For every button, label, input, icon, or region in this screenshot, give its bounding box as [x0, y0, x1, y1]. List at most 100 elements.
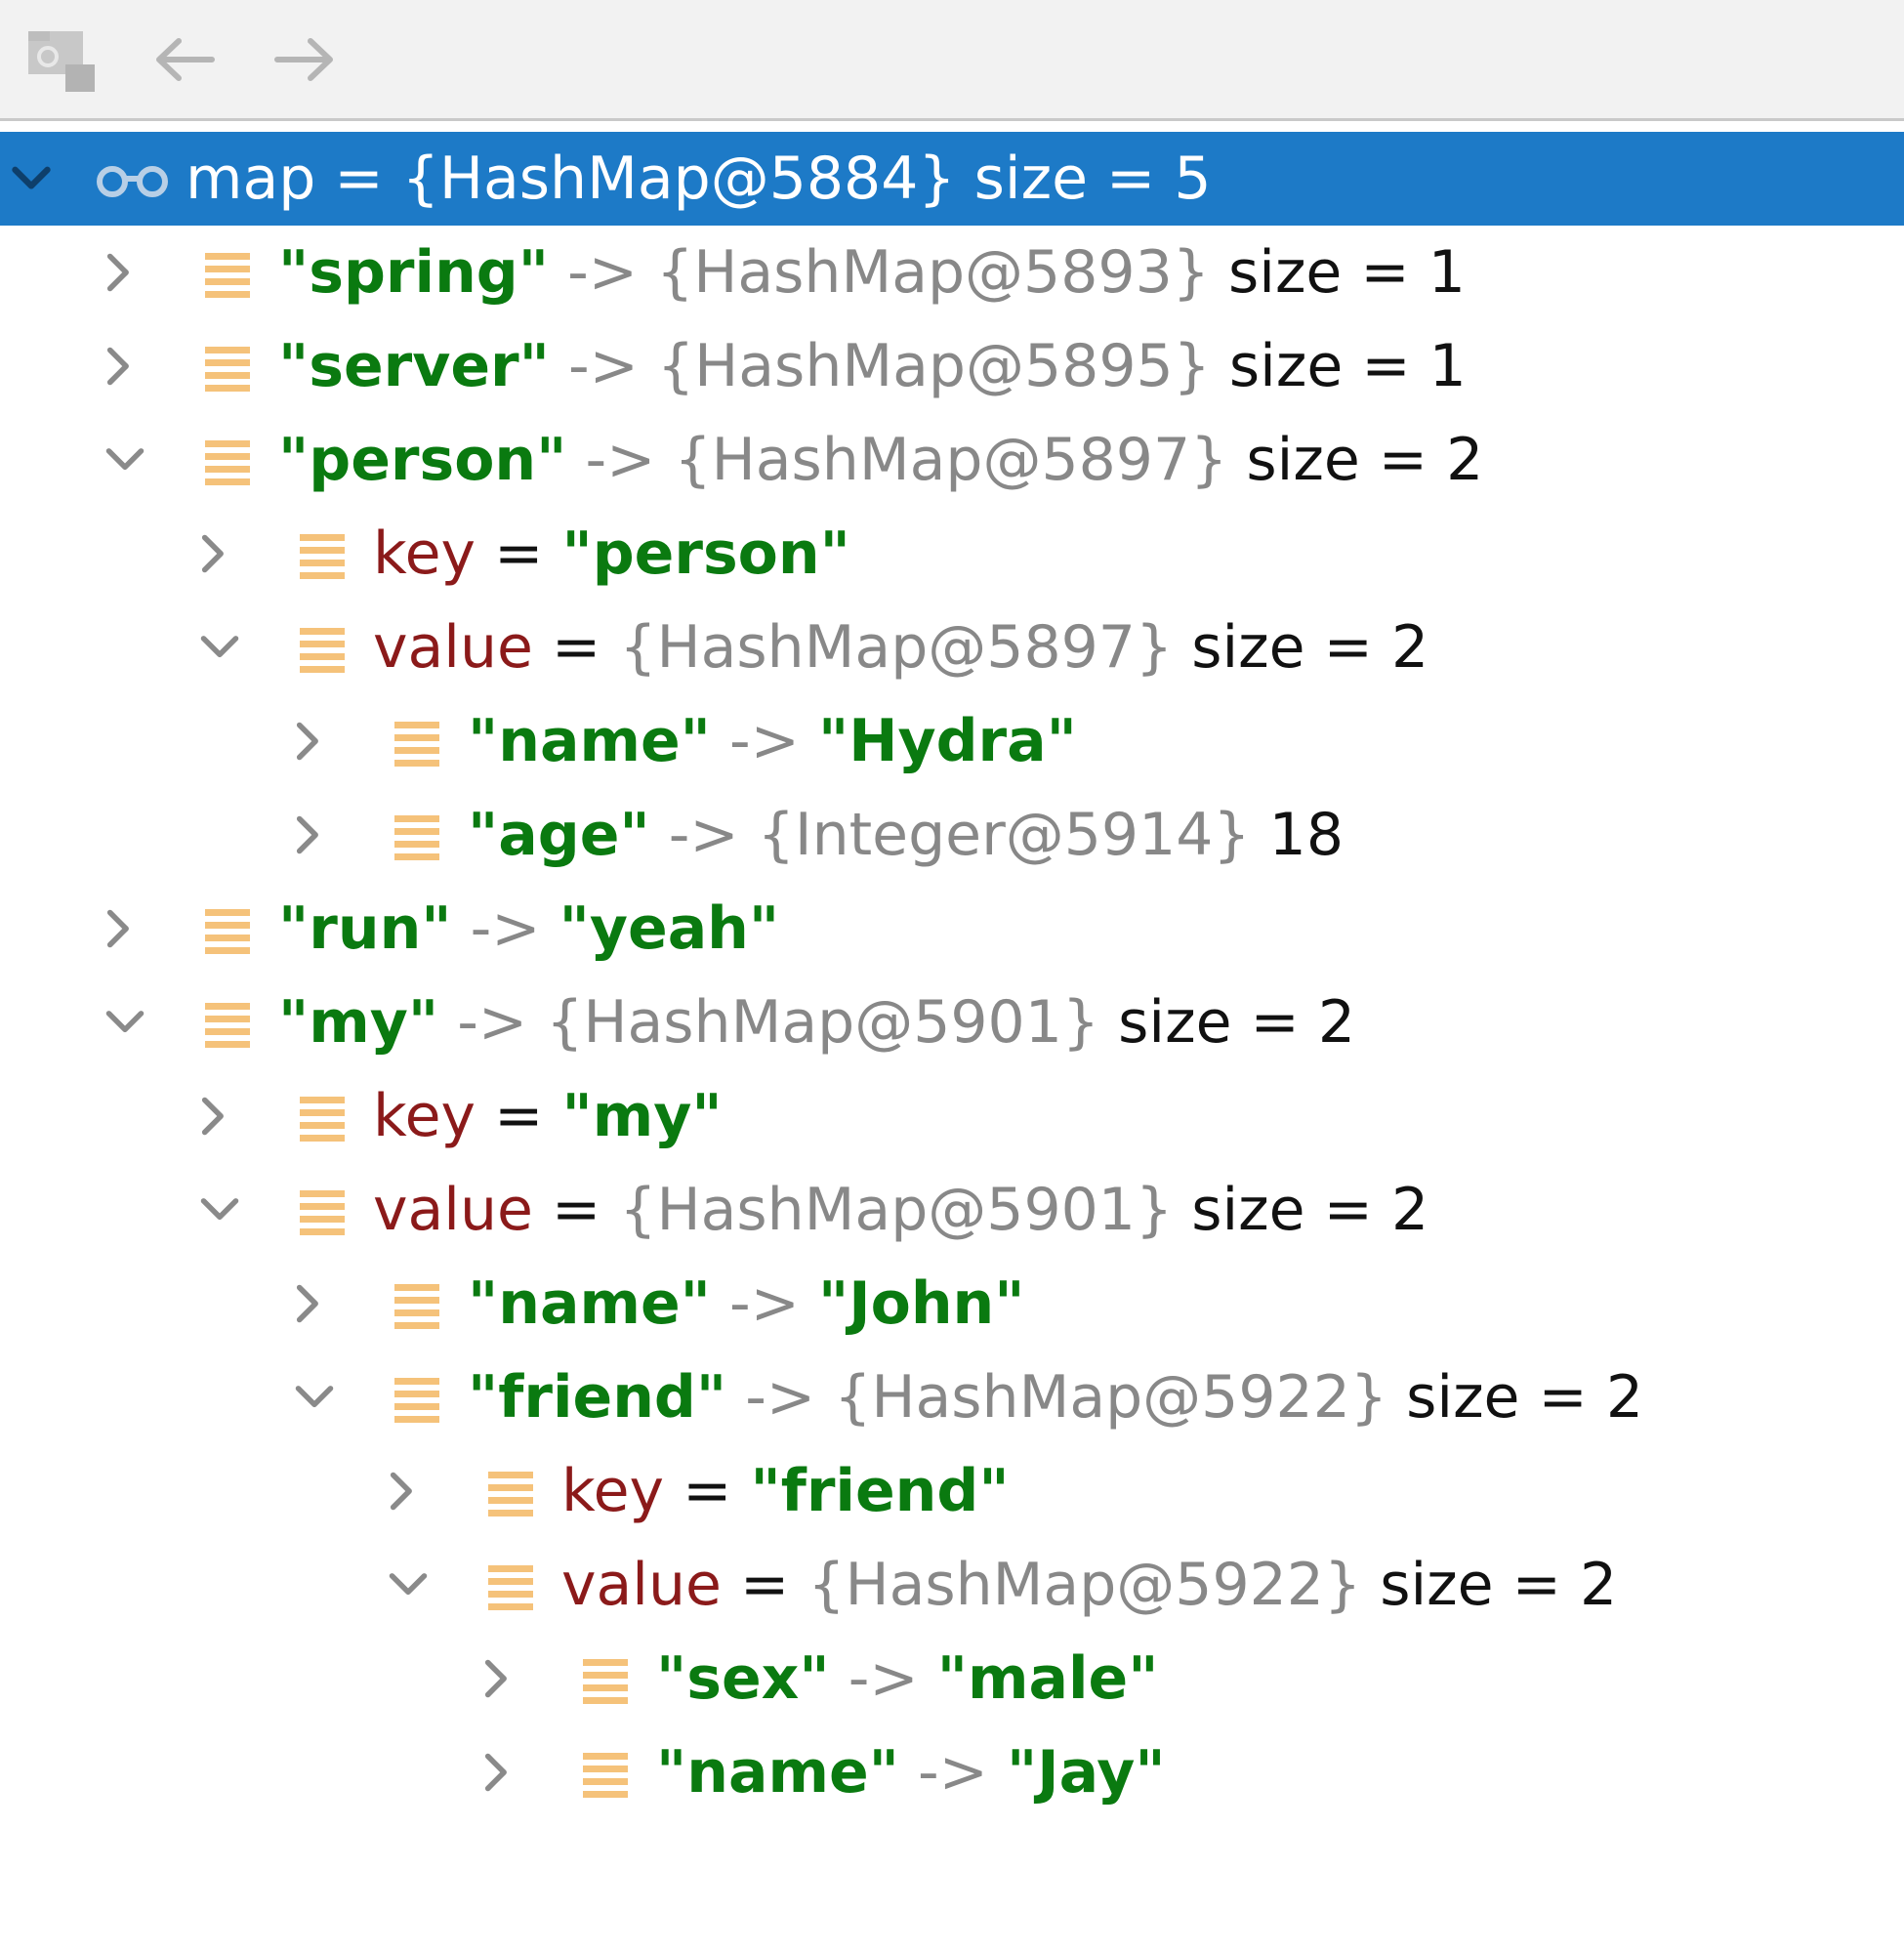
primitive-value: 18 — [1250, 801, 1345, 869]
string-value: "yeah" — [559, 894, 780, 963]
debugger-toolbar — [0, 0, 1904, 121]
expand-button[interactable] — [94, 905, 141, 952]
field-icon — [394, 1284, 439, 1329]
tree-row-friend-value[interactable]: value = {HashMap@5922} size = 2 — [0, 1538, 1904, 1632]
chevron-down-icon — [10, 157, 53, 200]
tree-row-label: key = "person" — [373, 507, 850, 601]
size-text: size = 1 — [1209, 238, 1466, 307]
string-value: "Hydra" — [818, 707, 1077, 775]
field-name: value — [373, 1176, 533, 1244]
field-icon — [300, 1190, 345, 1235]
field-icon — [205, 1003, 250, 1048]
tree-row-map[interactable]: map = {HashMap@5884} size = 5 — [0, 132, 1904, 226]
tree-row-label: "my" -> {HashMap@5901} size = 2 — [278, 976, 1355, 1069]
collapse-button[interactable] — [196, 1186, 243, 1233]
arrow-sep: -> — [649, 801, 758, 869]
expand-button[interactable] — [188, 530, 235, 577]
tree-row-person-value[interactable]: value = {HashMap@5897} size = 2 — [0, 601, 1904, 694]
tree-row-person-name[interactable]: "name" -> "Hydra" — [0, 694, 1904, 788]
tree-row-my-key[interactable]: key = "my" — [0, 1069, 1904, 1163]
chevron-right-icon — [96, 907, 139, 950]
string-value: "John" — [818, 1269, 1025, 1338]
string-value: "male" — [936, 1644, 1159, 1713]
restore-layout-button[interactable] — [20, 25, 103, 94]
chevron-right-icon — [474, 1657, 517, 1700]
restore-layout-icon — [28, 31, 95, 92]
chevron-down-icon — [198, 1188, 241, 1231]
object-ref: {Integer@5914} — [757, 801, 1251, 869]
back-button[interactable] — [142, 25, 226, 94]
collapse-button[interactable] — [102, 436, 148, 483]
tree-row-server[interactable]: "server" -> {HashMap@5895} size = 1 — [0, 319, 1904, 413]
equals-sign: = — [664, 1457, 751, 1525]
map-key: "name" — [656, 1738, 899, 1807]
map-key: "sex" — [656, 1644, 830, 1713]
arrow-right-icon — [274, 38, 333, 81]
tree-row-label: "run" -> "yeah" — [278, 882, 779, 976]
arrow-sep: -> — [549, 238, 657, 307]
expand-button[interactable] — [377, 1468, 424, 1515]
chevron-down-icon — [198, 626, 241, 669]
arrow-sep: -> — [566, 426, 675, 494]
watch-glasses-icon — [97, 166, 168, 197]
expand-button[interactable] — [94, 249, 141, 296]
tree-row-label: value = {HashMap@5897} size = 2 — [373, 601, 1428, 694]
size-text: size = 2 — [1361, 1551, 1618, 1619]
tree-row-my-value[interactable]: value = {HashMap@5901} size = 2 — [0, 1163, 1904, 1257]
arrow-sep: -> — [710, 1269, 819, 1338]
tree-row-friend-key[interactable]: key = "friend" — [0, 1444, 1904, 1538]
tree-row-run[interactable]: "run" -> "yeah" — [0, 882, 1904, 976]
tree-row-person[interactable]: "person" -> {HashMap@5897} size = 2 — [0, 413, 1904, 507]
collapse-button[interactable] — [385, 1561, 432, 1608]
chevron-right-icon — [379, 1470, 422, 1513]
field-icon — [488, 1565, 533, 1610]
field-name: key — [373, 519, 476, 588]
tree-row-spring[interactable]: "spring" -> {HashMap@5893} size = 1 — [0, 226, 1904, 319]
tree-row-my-name[interactable]: "name" -> "John" — [0, 1257, 1904, 1350]
arrow-sep: -> — [451, 894, 559, 963]
expand-button[interactable] — [283, 718, 330, 765]
expand-button[interactable] — [472, 1749, 518, 1796]
tree-row-person-age[interactable]: "age" -> {Integer@5914} 18 — [0, 788, 1904, 882]
map-key: "name" — [468, 707, 711, 775]
map-key: "server" — [278, 332, 550, 400]
map-key: "friend" — [468, 1363, 727, 1432]
expand-button[interactable] — [188, 1093, 235, 1140]
size-text: size = 2 — [1387, 1363, 1644, 1432]
variables-tree: map = {HashMap@5884} size = 5 "spring" -… — [0, 132, 1904, 1819]
map-key: "spring" — [278, 238, 550, 307]
chevron-right-icon — [285, 813, 328, 856]
collapse-button[interactable] — [102, 999, 148, 1046]
equals-sign: = — [721, 1551, 808, 1619]
expand-button[interactable] — [94, 343, 141, 390]
map-key: "name" — [468, 1269, 711, 1338]
field-icon — [583, 1659, 628, 1704]
expand-button[interactable] — [283, 1280, 330, 1327]
collapse-button[interactable] — [291, 1374, 338, 1421]
size-text: size = 2 — [1227, 426, 1484, 494]
tree-row-label: key = "friend" — [561, 1444, 1010, 1538]
forward-button[interactable] — [264, 25, 348, 94]
field-icon — [394, 1378, 439, 1423]
tree-row-my[interactable]: "my" -> {HashMap@5901} size = 2 — [0, 976, 1904, 1069]
field-icon — [394, 722, 439, 767]
tree-row-person-key[interactable]: key = "person" — [0, 507, 1904, 601]
size-text: size = 1 — [1210, 332, 1467, 400]
collapse-button[interactable] — [196, 624, 243, 671]
tree-row-friend-name[interactable]: "name" -> "Jay" — [0, 1725, 1904, 1819]
collapse-button[interactable] — [8, 155, 55, 202]
map-key: "person" — [278, 426, 567, 494]
tree-row-label: "server" -> {HashMap@5895} size = 1 — [278, 319, 1467, 413]
string-value: "person" — [561, 519, 850, 588]
expand-button[interactable] — [472, 1655, 518, 1702]
tree-row-label: value = {HashMap@5901} size = 2 — [373, 1163, 1428, 1257]
tree-row-friend-sex[interactable]: "sex" -> "male" — [0, 1632, 1904, 1725]
arrow-left-icon — [156, 38, 215, 81]
expand-button[interactable] — [283, 811, 330, 858]
tree-row-friend[interactable]: "friend" -> {HashMap@5922} size = 2 — [0, 1350, 1904, 1444]
object-ref: {HashMap@5922} — [807, 1551, 1362, 1619]
equals-sign: = — [532, 1176, 620, 1244]
variable-name: map — [186, 145, 316, 213]
arrow-sep: -> — [726, 1363, 835, 1432]
object-ref: {HashMap@5893} — [656, 238, 1210, 307]
